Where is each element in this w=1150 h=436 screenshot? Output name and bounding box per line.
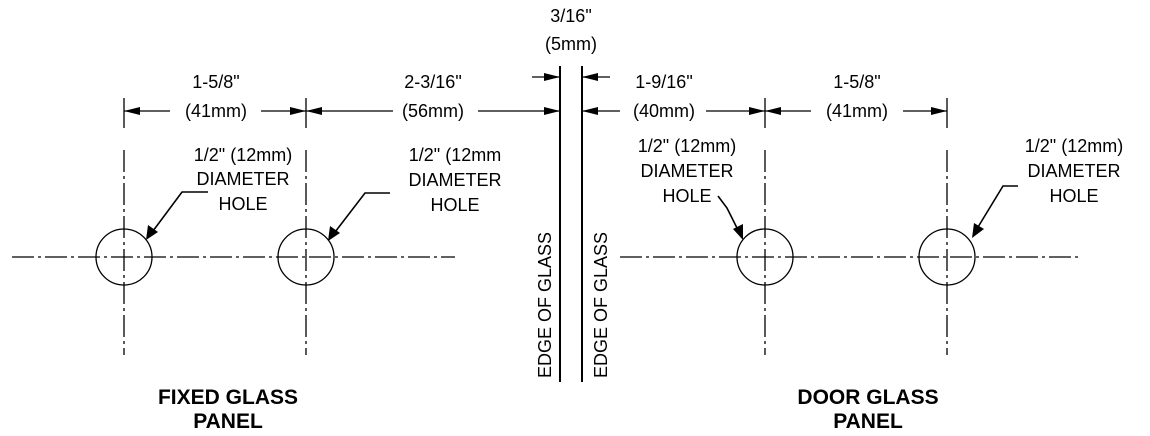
svg-text:DIAMETER: DIAMETER <box>408 170 501 190</box>
svg-text:HOLE: HOLE <box>430 195 479 215</box>
svg-text:1/2" (12mm): 1/2" (12mm) <box>638 136 736 156</box>
fixed-panel-title-line1: FIXED GLASS <box>158 386 298 409</box>
callout-fixed-hole-right: 1/2" (12mm DIAMETER HOLE <box>328 145 502 241</box>
door-panel-title-line1: DOOR GLASS <box>797 386 938 409</box>
dim-gap-metric: (5mm) <box>545 34 597 54</box>
door-panel-hole-right <box>918 228 976 286</box>
dim-fixed-spacing-metric: (41mm) <box>185 101 247 121</box>
svg-text:DIAMETER: DIAMETER <box>196 169 289 189</box>
svg-text:DIAMETER: DIAMETER <box>640 161 733 181</box>
svg-text:DIAMETER: DIAMETER <box>1027 161 1120 181</box>
door-panel-title-line2: PANEL <box>833 410 903 433</box>
svg-text:HOLE: HOLE <box>218 194 267 214</box>
dim-fixed-edge-metric: (56mm) <box>402 101 464 121</box>
dim-door-edge-offset: 1-9/16" (40mm) <box>582 72 765 121</box>
dim-fixed-hole-spacing: 1-5/8" (41mm) <box>124 72 306 121</box>
dim-door-edge-metric: (40mm) <box>633 101 695 121</box>
svg-text:HOLE: HOLE <box>1049 186 1098 206</box>
svg-text:HOLE: HOLE <box>662 186 711 206</box>
dim-fixed-edge-imperial: 2-3/16" <box>404 72 461 92</box>
door-panel-hole-left <box>736 228 794 286</box>
dim-door-spacing-metric: (41mm) <box>826 101 888 121</box>
svg-text:1/2" (12mm): 1/2" (12mm) <box>194 145 292 165</box>
callout-fixed-hole-left: 1/2" (12mm) DIAMETER HOLE <box>146 145 292 240</box>
dim-gap-imperial: 3/16" <box>550 6 591 26</box>
callout-door-hole-right: 1/2" (12mm) DIAMETER HOLE <box>972 136 1123 238</box>
door-glass-edge-label: EDGE OF GLASS <box>591 232 611 378</box>
fixed-panel-hole-right <box>277 228 335 286</box>
dim-door-hole-spacing: 1-5/8" (41mm) <box>765 72 947 121</box>
fixed-panel-hole-left <box>95 228 153 286</box>
dim-door-spacing-imperial: 1-5/8" <box>833 72 880 92</box>
callout-door-hole-left: 1/2" (12mm) DIAMETER HOLE <box>638 136 743 240</box>
svg-text:1/2" (12mm): 1/2" (12mm) <box>1025 136 1123 156</box>
dim-glass-gap: 3/16" (5mm) <box>532 6 610 81</box>
fixed-panel-title-line2: PANEL <box>193 410 263 433</box>
dim-fixed-spacing-imperial: 1-5/8" <box>192 72 239 92</box>
dim-door-edge-imperial: 1-9/16" <box>635 72 692 92</box>
fixed-glass-edge-label: EDGE OF GLASS <box>535 232 555 378</box>
svg-text:1/2" (12mm: 1/2" (12mm <box>409 145 501 165</box>
dim-fixed-edge-offset: 2-3/16" (56mm) <box>306 72 560 121</box>
